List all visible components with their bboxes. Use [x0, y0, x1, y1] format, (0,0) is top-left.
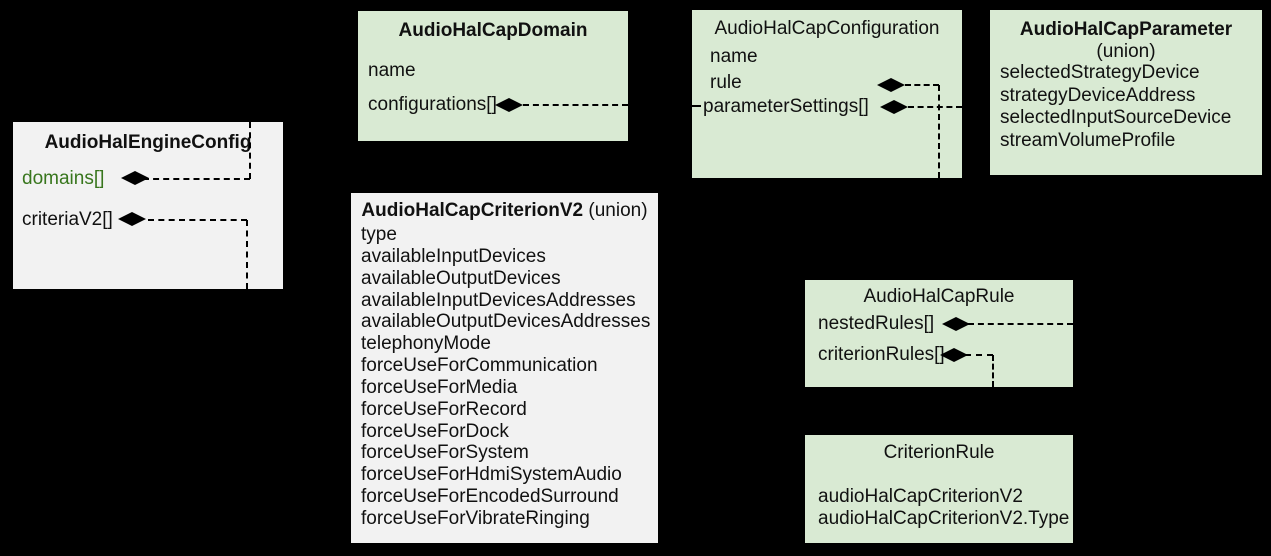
class-box-audiohalcaprule: AudioHalCapRule nestedRules[] criterionR…: [805, 280, 1073, 387]
class-box-audiohalcapparameter: AudioHalCapParameter (union) selectedStr…: [990, 10, 1262, 175]
class-title: AudioHalCapCriterionV2 (union): [361, 200, 648, 221]
field: forceUseForHdmiSystemAudio: [361, 464, 622, 486]
field: forceUseForCommunication: [361, 355, 598, 377]
field-list: selectedStrategyDevice strategyDeviceAdd…: [1000, 62, 1231, 153]
field-domains: domains[]: [22, 168, 105, 189]
class-title: CriterionRule: [883, 442, 995, 463]
field: availableInputDevicesAddresses: [361, 289, 636, 311]
field: availableOutputDevices: [361, 267, 561, 289]
field: type: [361, 224, 397, 245]
connector-line: [965, 354, 993, 356]
field-criterionrules: criterionRules[]: [818, 344, 945, 365]
field-list: audioHalCapCriterionV2 audioHalCapCriter…: [818, 486, 1069, 529]
field-criteriav2: criteriaV2[]: [22, 209, 113, 230]
field: audioHalCapCriterionV2.Type: [818, 507, 1070, 529]
field: selectedInputSourceDevice: [1000, 107, 1232, 129]
class-box-audiohalcapconfiguration: AudioHalCapConfiguration name rule param…: [692, 10, 962, 178]
connector-line: [908, 106, 962, 108]
field: streamVolumeProfile: [1000, 130, 1176, 152]
composition-diamond-icon: [940, 348, 968, 362]
field-name: name: [710, 46, 758, 67]
class-box-criterionrule: CriterionRule audioHalCapCriterionV2 aud…: [805, 435, 1073, 543]
class-box-audiohalcapdomain: AudioHalCapDomain name configurations[]: [358, 11, 628, 141]
field: forceUseForSystem: [361, 442, 529, 464]
field: availableInputDevices: [361, 245, 546, 267]
field: selectedStrategyDevice: [1000, 62, 1200, 83]
connector-line: [968, 323, 1073, 325]
connector-line: [143, 178, 250, 180]
field: forceUseForRecord: [361, 398, 527, 420]
field: forceUseForMedia: [361, 376, 518, 398]
field: forceUseForDock: [361, 420, 509, 442]
field: forceUseForEncodedSurround: [361, 486, 619, 508]
field-rule: rule: [710, 72, 742, 93]
field: strategyDeviceAddress: [1000, 84, 1196, 106]
composition-diamond-icon: [877, 78, 905, 92]
connector-line: [246, 220, 248, 289]
composition-diamond-icon: [121, 171, 149, 185]
class-box-audiohalcapcriterionv2: AudioHalCapCriterionV2 (union) type avai…: [351, 193, 658, 543]
composition-diamond-icon: [880, 100, 908, 114]
class-title: AudioHalCapParameter: [1019, 19, 1233, 40]
connector-line: [905, 84, 939, 86]
connector-line: [692, 105, 701, 107]
class-subtitle: (union): [1096, 41, 1156, 62]
class-title: AudioHalCapRule: [863, 286, 1015, 307]
field-name: name: [368, 60, 416, 81]
field: telephonyMode: [361, 333, 491, 355]
field: audioHalCapCriterionV2: [818, 486, 1023, 507]
field: availableOutputDevicesAddresses: [361, 311, 651, 333]
field: forceUseForVibrateRinging: [361, 507, 590, 529]
class-title: AudioHalEngineConfig: [44, 132, 252, 153]
connector-line: [148, 219, 247, 221]
class-title: AudioHalCapDomain: [398, 20, 588, 41]
connector-line: [938, 85, 940, 178]
connector-line: [992, 355, 994, 387]
composition-diamond-icon: [495, 98, 523, 112]
field-parametersettings: parameterSettings[]: [703, 96, 869, 117]
connector-line: [249, 122, 251, 179]
field-configurations: configurations[]: [368, 94, 497, 115]
field-list: type availableInputDevices availableOutp…: [361, 224, 650, 530]
class-title: AudioHalCapConfiguration: [714, 18, 940, 39]
field-nestedrules: nestedRules[]: [818, 313, 935, 334]
composition-diamond-icon: [118, 212, 146, 226]
connector-line: [523, 104, 628, 106]
composition-diamond-icon: [942, 317, 970, 331]
class-subtitle: (union): [588, 200, 648, 221]
class-box-audiohalengineconfig: AudioHalEngineConfig domains[] criteriaV…: [13, 122, 283, 289]
